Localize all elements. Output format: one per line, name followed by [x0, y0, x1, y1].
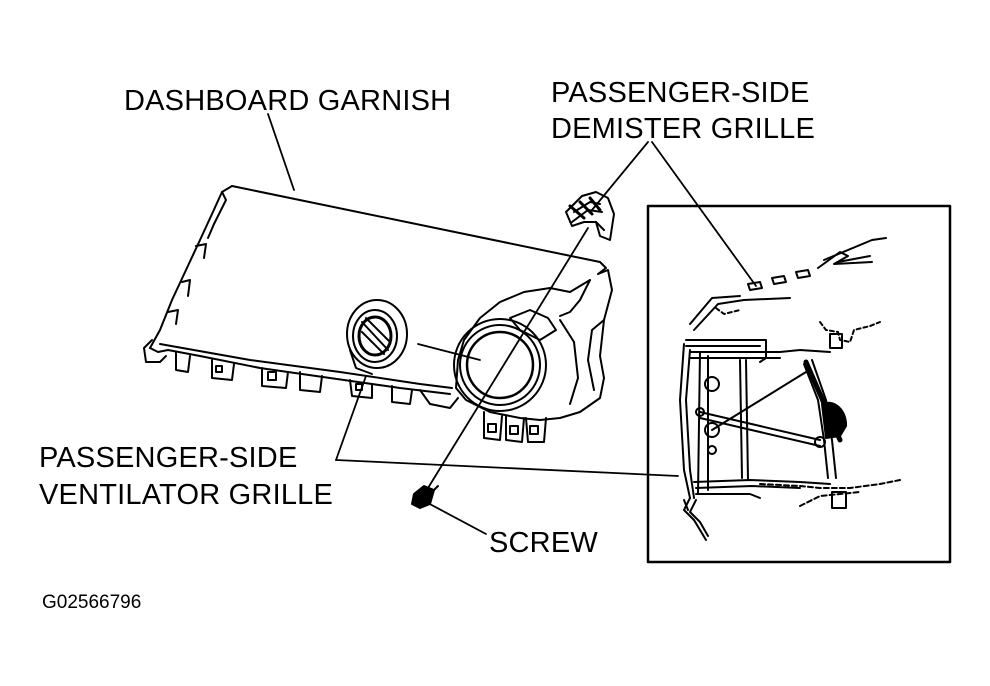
ventilator-grille-label-line1: PASSENGER-SIDE	[39, 442, 298, 474]
center-ventilator-grille	[346, 299, 408, 375]
ventilator-grille-label-line2: VENTILATOR GRILLE	[39, 479, 334, 511]
passenger-ventilator-housing	[453, 269, 613, 443]
demister-grille-part	[565, 191, 615, 241]
leader-lines	[267, 113, 757, 535]
dashboard-garnish-label: DASHBOARD GARNISH	[124, 85, 452, 117]
figure-code: G02566796	[42, 592, 142, 613]
dashboard-garnish-panel	[143, 185, 607, 409]
demister-grille-label-line1: PASSENGER-SIDE	[551, 77, 810, 109]
inset-detail-view	[646, 204, 952, 564]
screw-label: SCREW	[489, 527, 598, 559]
demister-grille-label-line2: DEMISTER GRILLE	[551, 113, 816, 145]
screw-part	[411, 485, 439, 509]
